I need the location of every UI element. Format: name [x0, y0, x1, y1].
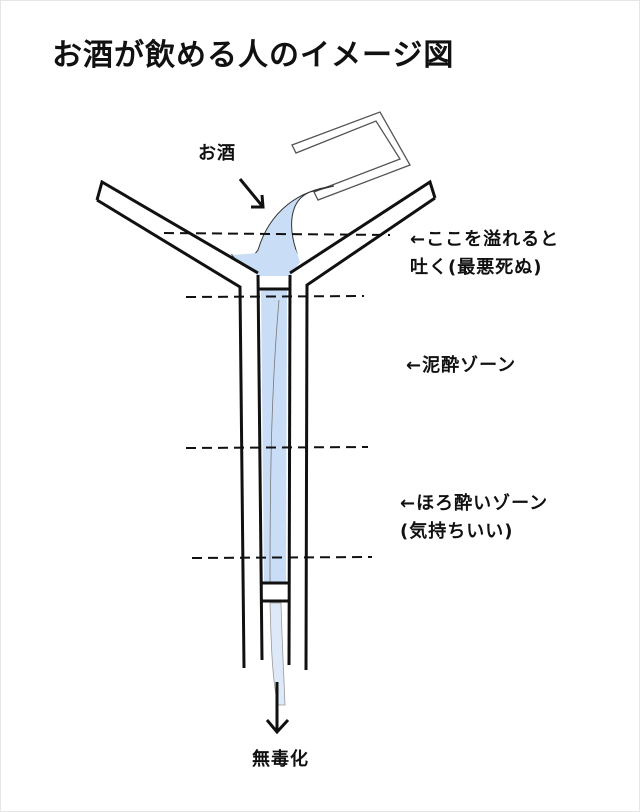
horoyoi-zone-label-line2: (気持ちいい) — [400, 521, 514, 542]
overflow-threshold-line — [163, 232, 391, 236]
overflow-label-line1: ←ここを溢れると — [410, 229, 560, 250]
tube-liquid — [261, 290, 287, 583]
horoyoi-threshold-line — [185, 446, 369, 449]
inner-tube — [256, 274, 292, 666]
sober-threshold-line — [191, 556, 373, 559]
funnel-liquid — [232, 250, 300, 276]
sake-cup — [291, 111, 411, 201]
funnel-left-arm — [95, 179, 259, 669]
output-arrow — [265, 682, 290, 735]
sake-arrow — [238, 178, 265, 209]
detox-label: 無毒化 — [252, 749, 309, 770]
funnel-right-arm — [289, 179, 437, 671]
horoyoi-zone-label-line1: ←ほろ酔いゾーン — [400, 493, 549, 514]
diagram-title: お酒が飲める人のイメージ図 — [52, 38, 455, 73]
threshold-lines — [163, 232, 391, 559]
deidei-zone-label: ←泥酔ゾーン — [406, 355, 517, 376]
drip-stream — [269, 602, 286, 706]
overflow-label-line2: 吐く(最悪死ぬ) — [410, 257, 543, 278]
sake-label: お酒 — [198, 143, 236, 164]
deidei-threshold-line — [185, 295, 365, 298]
